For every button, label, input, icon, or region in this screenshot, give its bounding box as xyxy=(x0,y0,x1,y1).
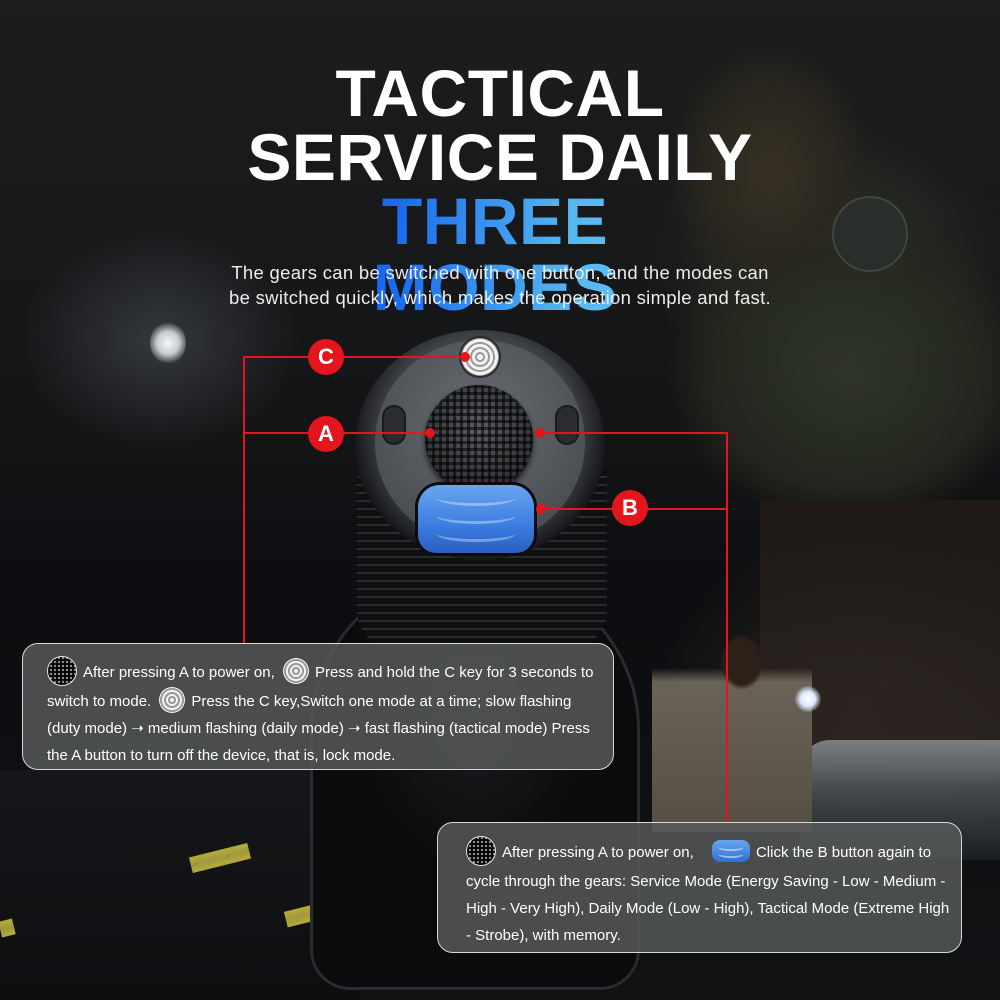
shoulder-patch xyxy=(832,196,908,272)
flashlight-glow xyxy=(795,686,821,712)
callout-b: B xyxy=(612,490,648,526)
panel-left-text-3: Press the C key,Switch one mode at a tim… xyxy=(47,693,590,765)
firefighter-background-photo xyxy=(0,770,360,1000)
anchor-dot-a-right xyxy=(535,428,545,438)
anchor-dot-b xyxy=(536,504,546,514)
man-with-flashlight-photo xyxy=(652,632,812,832)
panel-left-text-1: After pressing A to power on, xyxy=(83,663,275,681)
button-c-icon xyxy=(282,658,309,684)
button-a-icon xyxy=(466,836,496,866)
soldier-background-photo xyxy=(620,40,1000,500)
power-button-a xyxy=(425,385,533,493)
anchor-dot-c xyxy=(460,352,470,362)
lanyard-slot-right xyxy=(555,405,579,445)
lanyard-slot-left xyxy=(382,405,406,445)
headline-line-3: THREE MODES xyxy=(255,188,735,320)
instruction-panel-b-key: After pressing A to power on, Click the … xyxy=(437,822,962,953)
anchor-dot-a-left xyxy=(425,428,435,438)
gear-button-b xyxy=(418,485,534,553)
panel-right-text-2: Click the B button again to cycle throug… xyxy=(466,843,950,944)
button-b-icon xyxy=(711,840,750,862)
callout-a: A xyxy=(308,416,344,452)
flashlight-beam-glow xyxy=(150,322,186,364)
leader-line-a-right xyxy=(538,432,728,434)
headline-line-1: TACTICAL xyxy=(335,56,665,130)
leader-line-right-vertical xyxy=(726,432,728,823)
button-a-icon xyxy=(47,656,77,686)
subtitle-line-2: be switched quickly, which makes the ope… xyxy=(229,287,771,308)
subtitle: The gears can be switched with one butto… xyxy=(180,260,820,310)
leader-line-left-vertical xyxy=(243,356,245,644)
panel-left-text-2: Press and hold the C key for 3 seconds t… xyxy=(47,663,594,710)
panel-right-text-1: After pressing A to power on, xyxy=(502,843,694,861)
callout-c: C xyxy=(308,339,344,375)
button-c-icon xyxy=(159,687,186,714)
leader-line-c xyxy=(243,356,465,358)
instruction-panel-c-key: After pressing A to power on, Press and … xyxy=(22,643,614,770)
headline-line-2: SERVICE DAILY xyxy=(247,120,753,194)
subtitle-line-1: The gears can be switched with one butto… xyxy=(231,262,769,283)
